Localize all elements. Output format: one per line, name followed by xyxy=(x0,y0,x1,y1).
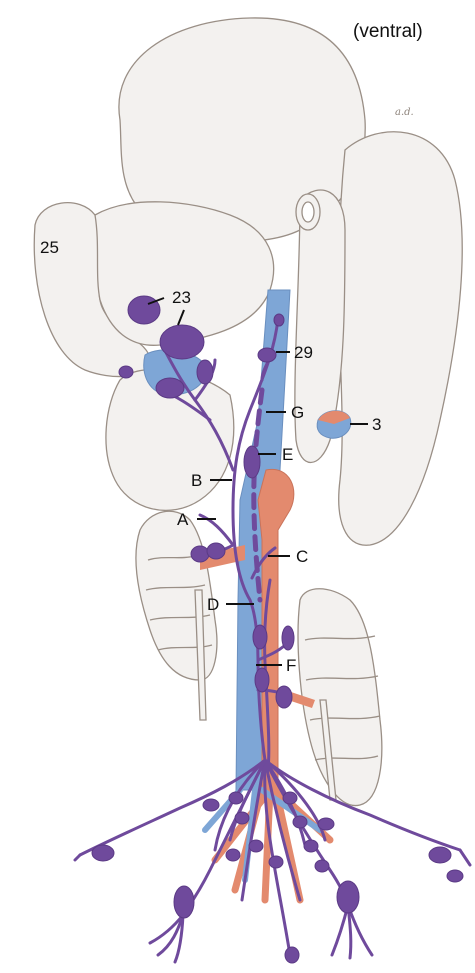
ganglion-plexus-8 xyxy=(249,840,263,852)
ganglion-fan-right xyxy=(337,881,359,913)
ganglion-fan-left xyxy=(174,886,194,918)
ganglion-23a xyxy=(128,296,160,324)
ganglion-F2 xyxy=(255,668,269,692)
ganglion-plexus-7 xyxy=(226,849,240,861)
ganglion-23d xyxy=(197,360,213,384)
left-mid-lobe xyxy=(95,202,274,346)
label-D: D xyxy=(207,596,219,613)
label-G: G xyxy=(291,404,304,421)
ganglion-right-far-2 xyxy=(447,870,463,882)
label-F: F xyxy=(286,657,296,674)
ganglion-plexus-1 xyxy=(203,799,219,811)
ganglion-plexus-6 xyxy=(293,816,307,828)
ganglion-F3 xyxy=(276,686,292,708)
ganglion-plexus-3 xyxy=(283,792,297,804)
label-29: 29 xyxy=(294,344,313,361)
label-A: A xyxy=(177,511,188,528)
ganglion-F1 xyxy=(282,626,294,650)
label-25: 25 xyxy=(40,239,59,256)
ganglion-left-far xyxy=(92,845,114,861)
label-23: 23 xyxy=(172,289,191,306)
ganglion-29 xyxy=(258,348,276,362)
ganglion-23e xyxy=(119,366,133,378)
ganglion-A1 xyxy=(191,546,209,562)
ganglion-23b xyxy=(160,325,204,359)
ganglion-top xyxy=(274,314,284,326)
ganglion-23c xyxy=(156,378,184,398)
right-organ xyxy=(339,132,462,545)
ganglion-plexus-5 xyxy=(235,812,249,824)
ganglion-right-far xyxy=(429,847,451,863)
ganglion-plexus-2 xyxy=(229,792,243,804)
ganglion-plexus-11 xyxy=(315,860,329,872)
ganglion-D xyxy=(253,625,267,649)
label-E: E xyxy=(282,446,293,463)
label-C: C xyxy=(296,548,308,565)
label-B: B xyxy=(191,472,202,489)
right-intestine xyxy=(298,589,382,806)
ganglion-plexus-10 xyxy=(304,840,318,852)
ganglion-plexus-4 xyxy=(318,818,334,830)
ganglion-E xyxy=(244,446,260,478)
artist-mark: a.d. xyxy=(395,108,414,118)
ganglion-A2 xyxy=(207,543,225,559)
ganglion-plexus-9 xyxy=(269,856,283,868)
label-3: 3 xyxy=(372,416,381,433)
left-intestine xyxy=(136,511,217,680)
ganglion-bottom xyxy=(285,947,299,963)
view-label: (ventral) xyxy=(353,22,423,41)
